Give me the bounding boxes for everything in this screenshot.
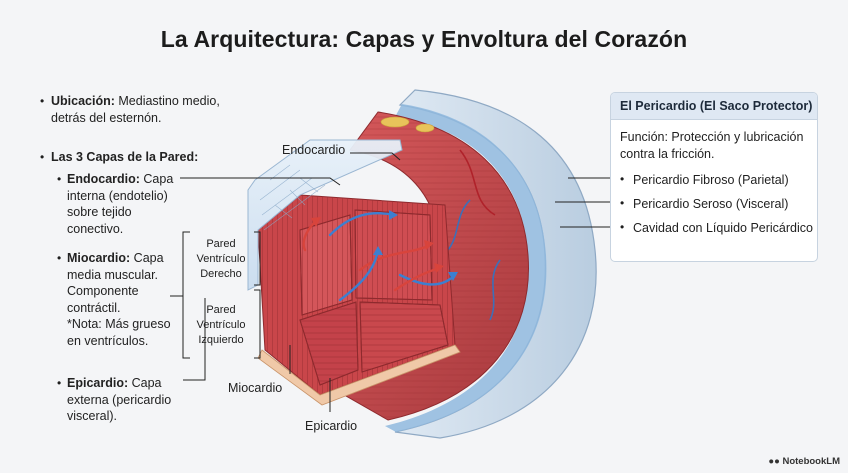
callout-miocardio: Miocardio xyxy=(228,381,282,395)
ubicacion-label: Ubicación: xyxy=(51,94,115,108)
bullet-dot: • xyxy=(57,172,61,186)
bullet-dot: • xyxy=(57,251,61,265)
bullet-dot: • xyxy=(620,172,624,186)
bullet-dot: • xyxy=(620,196,624,210)
endocardio-description: Endocardio: Capa interna (endotelio) sob… xyxy=(67,171,177,237)
epicardio-description: Epicardio: Capa externa (pericardio visc… xyxy=(67,375,185,425)
panel-item-fibroso: Pericardio Fibroso (Parietal) xyxy=(633,172,813,189)
label-pared-ventriculo-izquierdo: Pared Ventrículo Izquierdo xyxy=(190,303,252,348)
callout-endocardio: Endocardio xyxy=(282,143,345,157)
label-pared-ventriculo-derecho: Pared Ventrículo Derecho xyxy=(190,237,252,282)
panel-heading: El Pericardio (El Saco Protector) xyxy=(611,93,817,120)
pericardio-panel: El Pericardio (El Saco Protector) Funció… xyxy=(610,92,818,262)
notebooklm-logo: ●● NotebookLM xyxy=(768,456,840,467)
panel-description: Función: Protección y lubricación contra… xyxy=(620,129,812,163)
panel-item-seroso: Pericardio Seroso (Visceral) xyxy=(633,196,813,213)
bullet-dot: • xyxy=(40,94,44,108)
capas-heading: Las 3 Capas de la Pared: xyxy=(51,149,198,166)
bullet-dot: • xyxy=(620,220,624,234)
miocardio-description: Miocardio: Capa media muscular. Componen… xyxy=(67,250,179,349)
panel-item-cavidad: Cavidad con Líquido Pericárdico xyxy=(633,220,813,237)
ubicacion-text: Ubicación: Mediastino medio, detrás del … xyxy=(51,93,220,126)
bullet-dot: • xyxy=(40,150,44,164)
logo-icon: ●● xyxy=(768,456,779,467)
callout-epicardio: Epicardio xyxy=(305,419,357,433)
bullet-dot: • xyxy=(57,376,61,390)
